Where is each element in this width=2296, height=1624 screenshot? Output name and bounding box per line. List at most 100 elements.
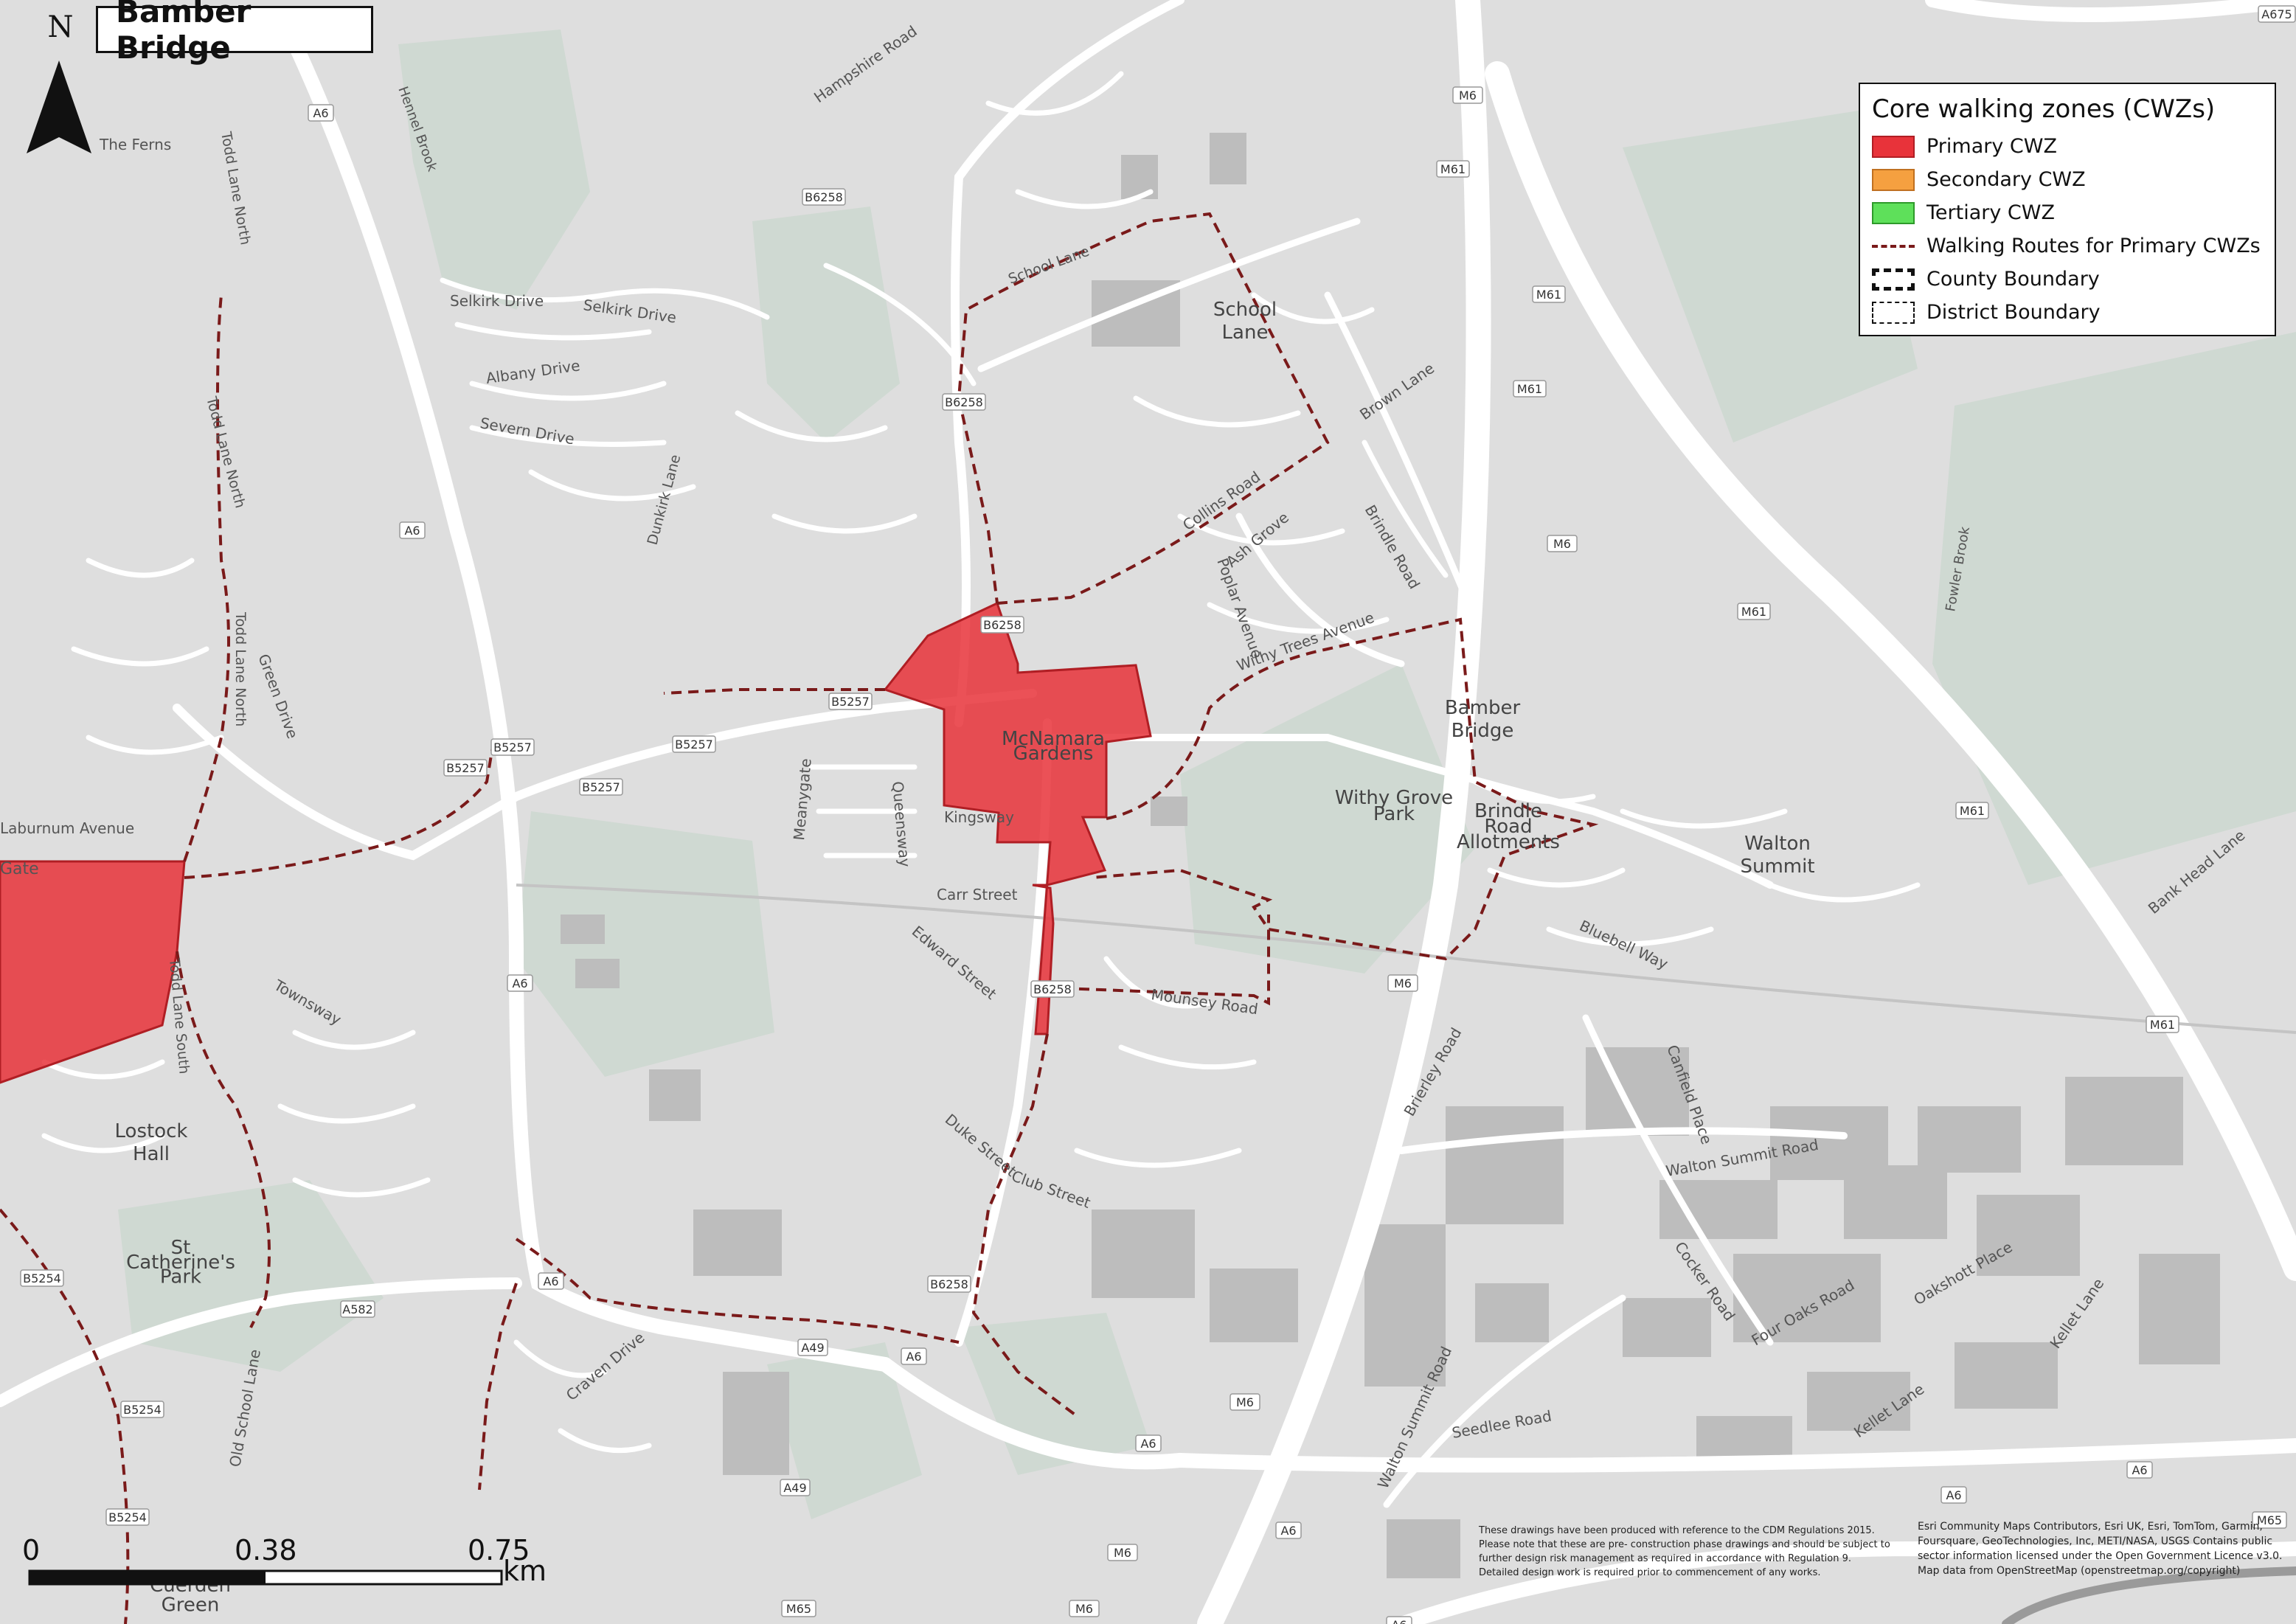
svg-text:B6258: B6258 — [805, 190, 843, 204]
legend-label: County Boundary — [1926, 268, 2100, 291]
road-shield: B5254 — [120, 1401, 164, 1418]
primary-cwz-bamber-bridge — [883, 601, 1152, 1035]
scale-tick-1: 0.38 — [235, 1534, 297, 1566]
svg-text:B5254: B5254 — [23, 1271, 61, 1285]
svg-text:B5257: B5257 — [493, 740, 532, 754]
road-shield: M65 — [2252, 1511, 2287, 1529]
legend-title: Core walking zones (CWZs) — [1872, 94, 2216, 124]
svg-text:A6: A6 — [404, 524, 420, 538]
svg-text:A49: A49 — [783, 1481, 806, 1495]
legend-label: Secondary CWZ — [1926, 168, 2086, 191]
svg-text:M6: M6 — [1553, 537, 1571, 551]
road-shield: M61 — [1436, 160, 1470, 178]
legend: Core walking zones (CWZs) Primary CWZ Se… — [1859, 83, 2276, 336]
road-shield: A6 — [1275, 1521, 1302, 1539]
road-shield: M6 — [1229, 1393, 1260, 1411]
svg-text:B5257: B5257 — [582, 780, 620, 794]
road-shield: M61 — [1955, 802, 1989, 819]
railway-line — [516, 884, 2296, 1034]
north-letter: N — [48, 10, 74, 44]
north-arrow-icon — [27, 60, 91, 153]
svg-text:M6: M6 — [1114, 1546, 1131, 1560]
svg-text:A6: A6 — [1140, 1437, 1156, 1451]
svg-text:M61: M61 — [2150, 1018, 2175, 1032]
road-shield: M61 — [1513, 380, 1547, 398]
svg-text:B6258: B6258 — [1033, 982, 1072, 996]
svg-text:B5257: B5257 — [831, 695, 870, 709]
scale-unit: km — [503, 1555, 547, 1587]
svg-text:A675: A675 — [2261, 7, 2292, 21]
map-title: Bamber Bridge — [116, 0, 252, 66]
road-shield: M6 — [1107, 1544, 1138, 1561]
svg-text:B6258: B6258 — [930, 1277, 968, 1291]
svg-text:M6: M6 — [1075, 1602, 1093, 1616]
road-shield: B6258 — [942, 393, 986, 411]
road-label: Kingsway — [944, 808, 1014, 826]
road-shield: A582 — [340, 1300, 375, 1318]
scale-tick-2: 0.75 — [468, 1534, 530, 1566]
legend-item-district-boundary: District Boundary — [1872, 296, 2263, 329]
legend-label: District Boundary — [1926, 301, 2101, 324]
road-shield: A6 — [901, 1347, 927, 1365]
svg-text:M61: M61 — [1960, 804, 1985, 818]
road-shield: M6 — [1069, 1600, 1100, 1617]
svg-text:B5257: B5257 — [675, 738, 713, 752]
svg-text:A582: A582 — [342, 1302, 372, 1316]
road-shield: A49 — [797, 1339, 828, 1356]
legend-label: Primary CWZ — [1926, 135, 2057, 158]
road-shields: A675 M6 M61 M61 M61 M6 M61 M61 M61 M6 M6… — [20, 5, 2296, 1624]
road-shield: B5254 — [20, 1269, 64, 1287]
svg-text:M61: M61 — [1536, 288, 1561, 302]
walking-route-swatch — [1872, 244, 1915, 248]
road-label: Laburnum Avenue — [0, 819, 134, 837]
svg-text:B6258: B6258 — [983, 618, 1022, 632]
motorways — [1197, 0, 2296, 1624]
road-shield: B6258 — [927, 1275, 971, 1293]
legend-item-walking-routes: Walking Routes for Primary CWZs — [1872, 229, 2263, 263]
svg-text:M65: M65 — [2257, 1513, 2282, 1527]
svg-text:M61: M61 — [1517, 382, 1542, 396]
road-shield: B5257 — [579, 778, 623, 796]
road-shield: M6 — [1452, 86, 1483, 104]
svg-text:B5254: B5254 — [108, 1510, 147, 1524]
legend-label: Tertiary CWZ — [1926, 201, 2055, 224]
road-shield: B6258 — [1030, 980, 1075, 998]
road-shield: M6 — [1547, 535, 1578, 552]
primary-cwz-areas — [0, 601, 1152, 1084]
county-boundary-swatch — [1872, 268, 1915, 291]
legend-item-secondary-cwz: Secondary CWZ — [1872, 163, 2263, 196]
svg-text:M61: M61 — [1440, 162, 1466, 176]
road-shield: B5257 — [828, 693, 873, 710]
svg-text:A6: A6 — [1391, 1618, 1407, 1624]
road-shield: B6258 — [980, 616, 1024, 634]
svg-text:M65: M65 — [786, 1602, 811, 1616]
legend-item-primary-cwz: Primary CWZ — [1872, 130, 2263, 163]
svg-text:A6: A6 — [313, 106, 328, 120]
road-shield: A6 — [538, 1272, 564, 1290]
road-shield: A6 — [399, 521, 426, 539]
legend-label: Walking Routes for Primary CWZs — [1926, 235, 2261, 257]
svg-text:A6: A6 — [543, 1274, 558, 1288]
road-shield: A6 — [507, 974, 533, 992]
legend-item-tertiary-cwz: Tertiary CWZ — [1872, 196, 2263, 229]
svg-text:A6: A6 — [2132, 1463, 2147, 1477]
map-attribution: Esri Community Maps Contributors, Esri U… — [1918, 1521, 2283, 1577]
scale-tick-0: 0 — [22, 1534, 41, 1566]
place-name: The Ferns — [99, 136, 171, 153]
tertiary-cwz-swatch — [1872, 201, 1915, 224]
road-shield: A6 — [2126, 1461, 2153, 1479]
scale-bar-labels: 0 0.38 0.75 km — [0, 1527, 590, 1587]
road-shield: A6 — [308, 104, 334, 122]
svg-text:A6: A6 — [906, 1350, 921, 1364]
cdm-disclaimer: These drawings have been produced with r… — [1479, 1525, 1890, 1578]
svg-text:A49: A49 — [801, 1341, 824, 1355]
north-arrow: N — [27, 10, 91, 153]
road-shield: B5257 — [672, 735, 716, 753]
